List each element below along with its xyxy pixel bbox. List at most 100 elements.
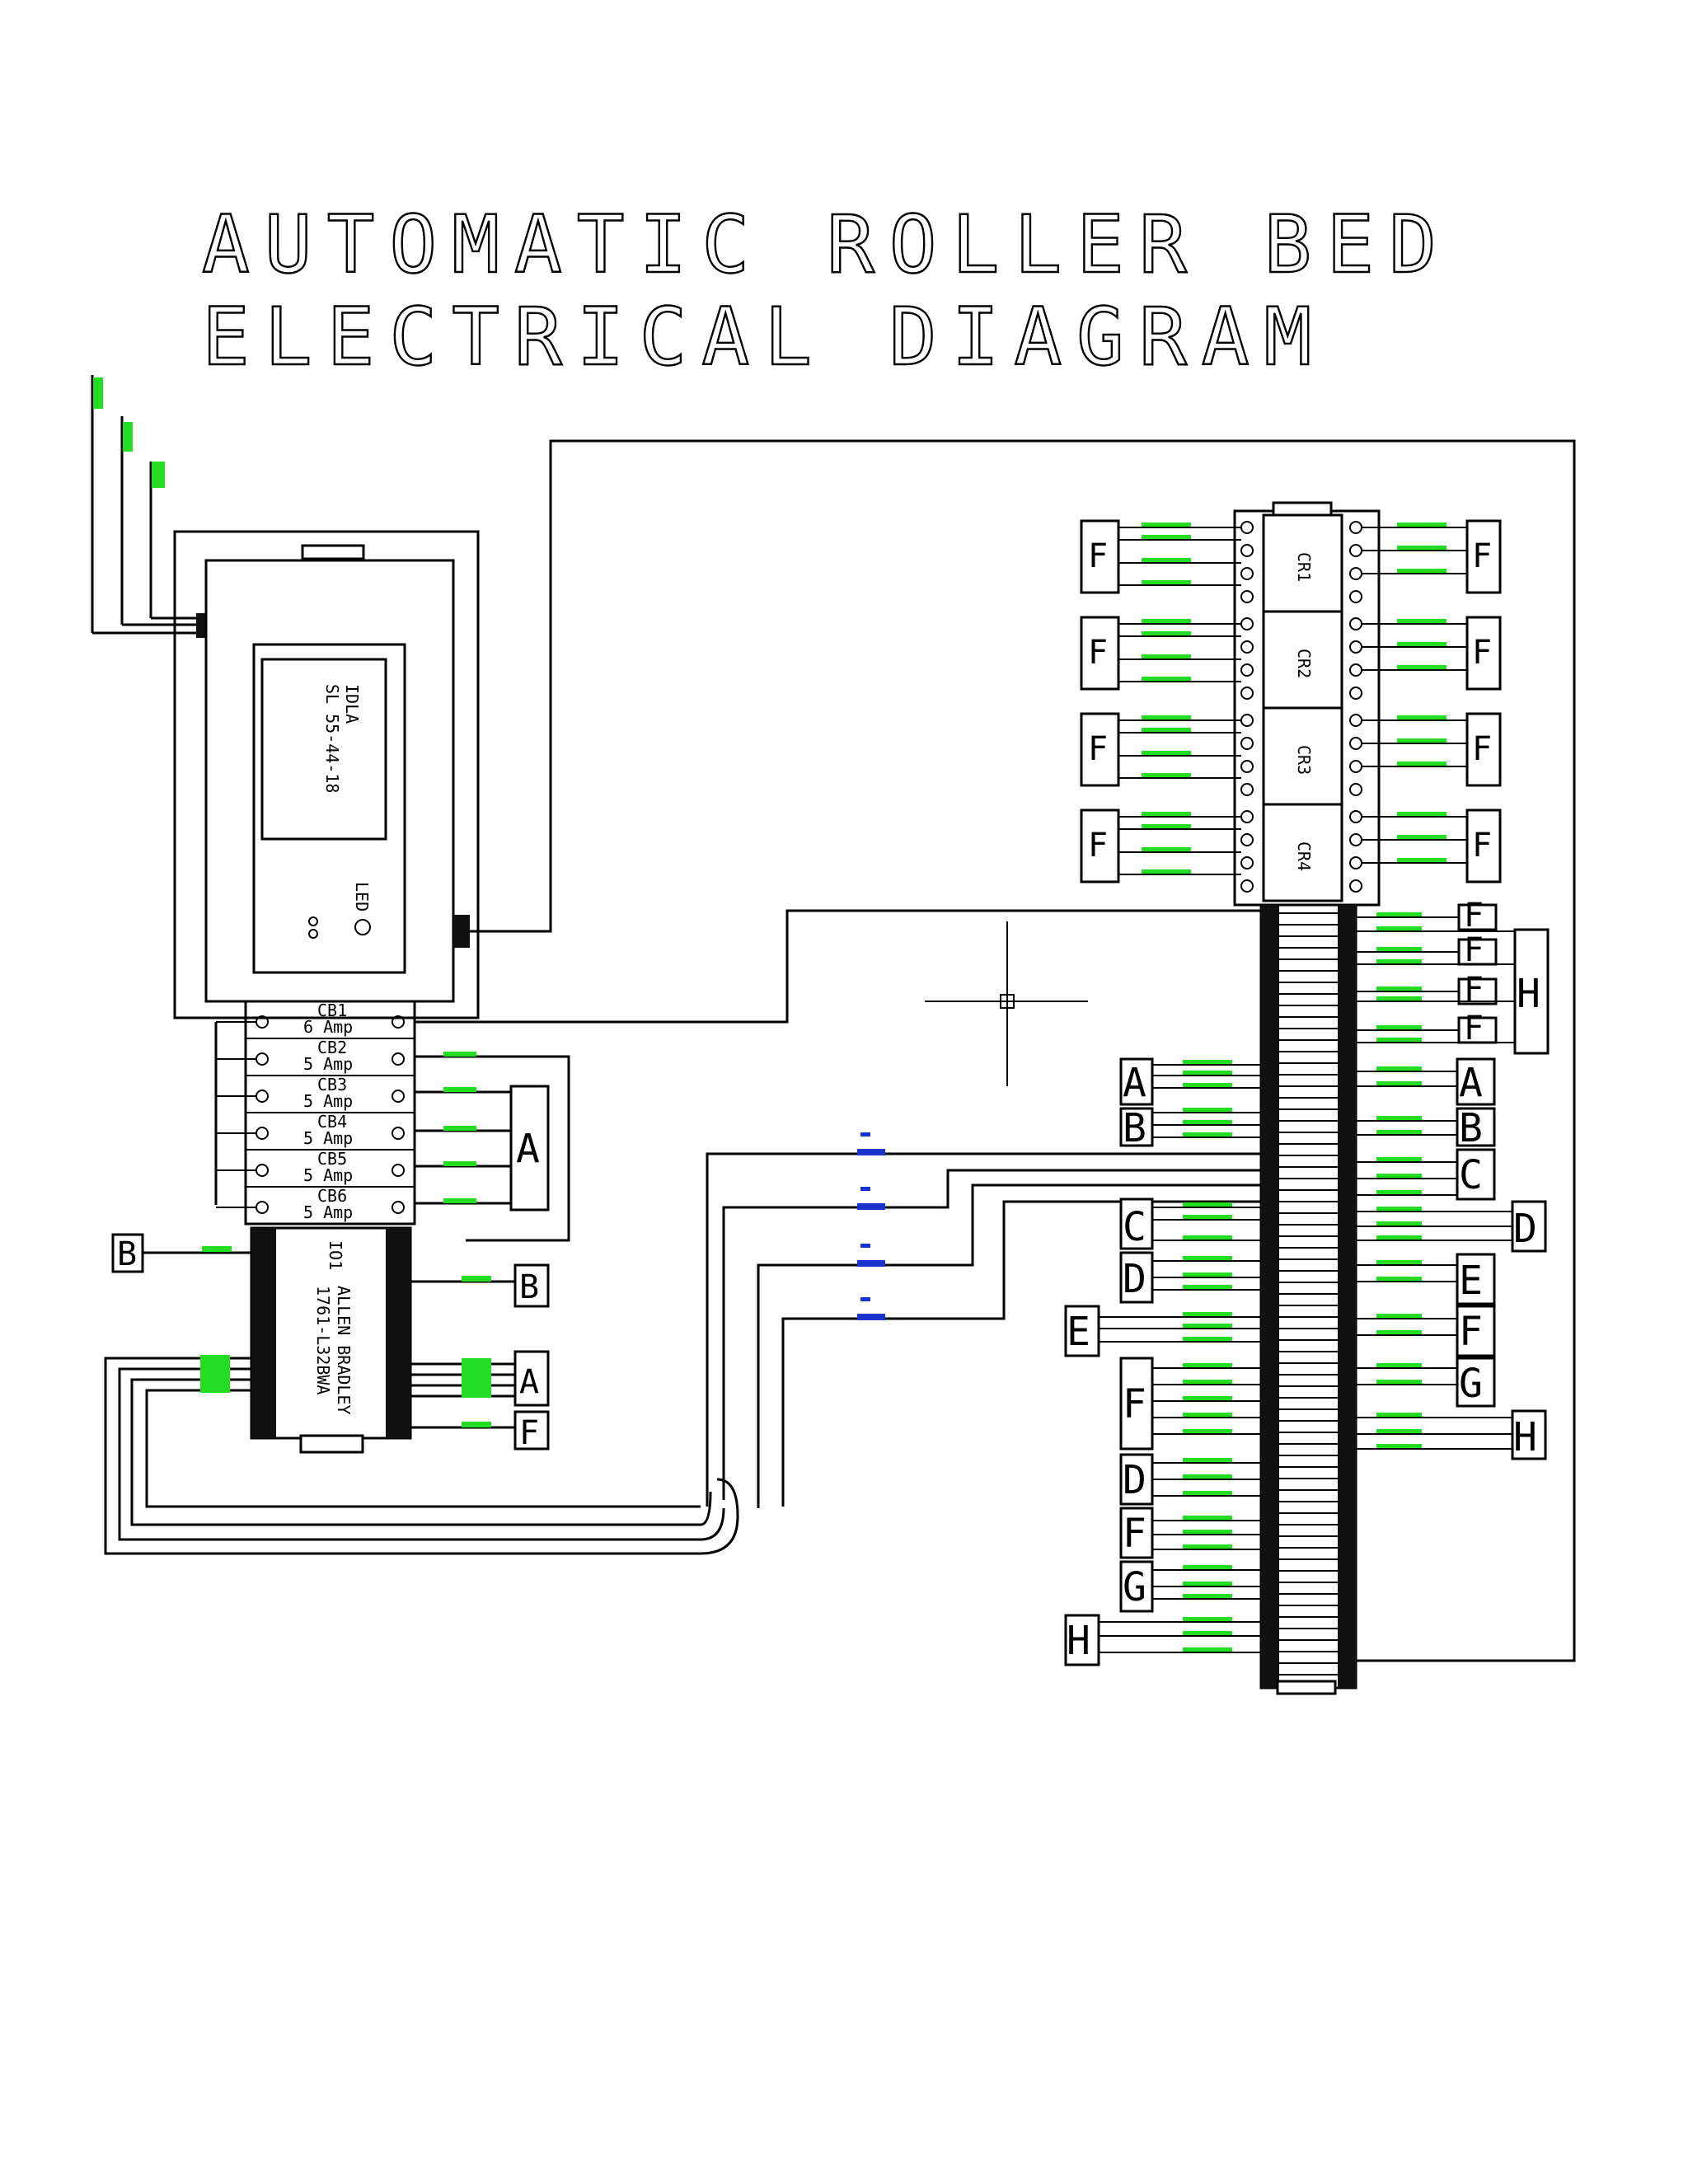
feed-wire-top [470,439,1576,1662]
breaker-name: CB1 [317,1001,347,1020]
terminal-screw-icon [1349,590,1362,603]
relay-label: CR1 [1294,552,1314,582]
relay-connector-left [1080,519,1120,594]
connector-b-left: B [111,1233,251,1273]
relay-connector-left [1080,808,1120,883]
terminal-screw-icon [1349,663,1362,677]
control-enclosure: LED IDLA SL 55-44-18 [173,530,480,1019]
terminal-screw-icon [392,1052,405,1066]
connector-a-plc: A [410,1350,550,1407]
relay-label: CR3 [1294,745,1314,775]
sensor-2-icon [857,1187,885,1210]
terminal-screw-icon [1349,640,1362,654]
svg-text:F: F [1472,537,1492,575]
svg-text:F: F [519,1414,539,1452]
crosshair-icon [925,921,1088,1086]
terminal-screw-icon [256,1090,269,1103]
connector-b-right: B [410,1263,550,1308]
terminal-screw-icon [1349,544,1362,557]
terminal-block [1259,903,1357,1695]
terminal-screw-icon [256,1164,269,1177]
terminal-screw-icon [1240,833,1254,846]
cb1-feed-wire [415,909,1273,1024]
svg-text:B: B [1123,1105,1146,1151]
breaker-output-wires [415,1052,570,1242]
svg-text:A: A [1459,1060,1483,1106]
terminal-screw-icon [1349,783,1362,796]
terminal-screw-icon [1349,617,1362,630]
terminal-screw-icon [1240,544,1254,557]
svg-text:F: F [1464,897,1484,935]
relay-connector-right [1465,712,1502,787]
terminal-screw-icon [392,1164,405,1177]
terminal-screw-icon [1240,810,1254,823]
plc-input-wires [104,1355,739,1555]
relay-connector-right [1465,616,1502,691]
svg-text:F: F [1459,1309,1483,1355]
breaker-rating: 6 Amp [303,1017,353,1037]
terminal-screw-icon [1240,856,1254,869]
sensor-4-icon [857,1297,885,1320]
title-line-1: AUTOMATIC ROLLER BED [202,199,1451,291]
breaker-name: CB5 [317,1149,347,1169]
terminal-screw-icon [1349,737,1362,750]
connector-f-plc: F [410,1410,550,1452]
terminal-screw-icon [1240,521,1254,534]
breaker-rating: 5 Amp [303,1091,353,1111]
svg-text:F: F [1464,1010,1484,1047]
terminal-screw-icon [1349,833,1362,846]
svg-text:F: F [1464,931,1484,969]
terminal-screw-icon [392,1127,405,1140]
terminal-screw-icon [1349,879,1362,893]
svg-text:F: F [1088,827,1108,865]
relay-label: CR2 [1294,649,1314,678]
terminal-screw-icon [392,1015,405,1029]
terminal-screw-icon [1349,714,1362,727]
relay-connector-right [1465,808,1502,883]
plc-unit: ALLEN BRADLEY 1761-L32BWA IO1 [250,1226,412,1454]
terminal-screw-icon [256,1052,269,1066]
terminal-screw-icon [1349,567,1362,580]
svg-text:A: A [516,1126,540,1172]
sensor-3-icon [857,1244,885,1267]
plc-tag: IO1 [326,1240,345,1270]
svg-text:B: B [519,1268,539,1306]
relay-1: CR1 F F [1080,513,1502,613]
led-label: LED [352,882,372,912]
breaker-rating: 5 Amp [303,1128,353,1148]
title-line-2: ELECTRICAL DIAGRAM [202,291,1326,383]
svg-text:F: F [1088,537,1108,575]
terminal-screw-icon [392,1090,405,1103]
terminal-screw-icon [1240,714,1254,727]
terminal-screw-icon [1240,590,1254,603]
breaker-rating: 5 Amp [303,1202,353,1222]
svg-text:F: F [1464,971,1484,1009]
relay-connector-left [1080,616,1120,691]
svg-text:F: F [1472,730,1492,768]
svg-text:E: E [1067,1309,1090,1355]
terminal-screw-icon [1240,617,1254,630]
tb-left-connectors: A B C D E F D F G H [1064,1057,1261,1666]
terminal-screw-icon [256,1201,269,1214]
terminal-screw-icon [1349,687,1362,700]
svg-text:B: B [1459,1105,1483,1151]
sensor-1-icon [857,1132,885,1155]
connector-a-breakers: A [509,1085,550,1212]
breaker-name: CB6 [317,1186,347,1206]
sensor-wires [706,1132,1273,1508]
terminal-screw-icon [1240,879,1254,893]
svg-text:H: H [1513,1414,1537,1460]
terminal-screw-icon [1349,810,1362,823]
terminal-screw-icon [392,1201,405,1214]
terminal-screw-icon [1240,687,1254,700]
power-input [91,375,206,638]
breaker-rating: 5 Amp [303,1165,353,1185]
